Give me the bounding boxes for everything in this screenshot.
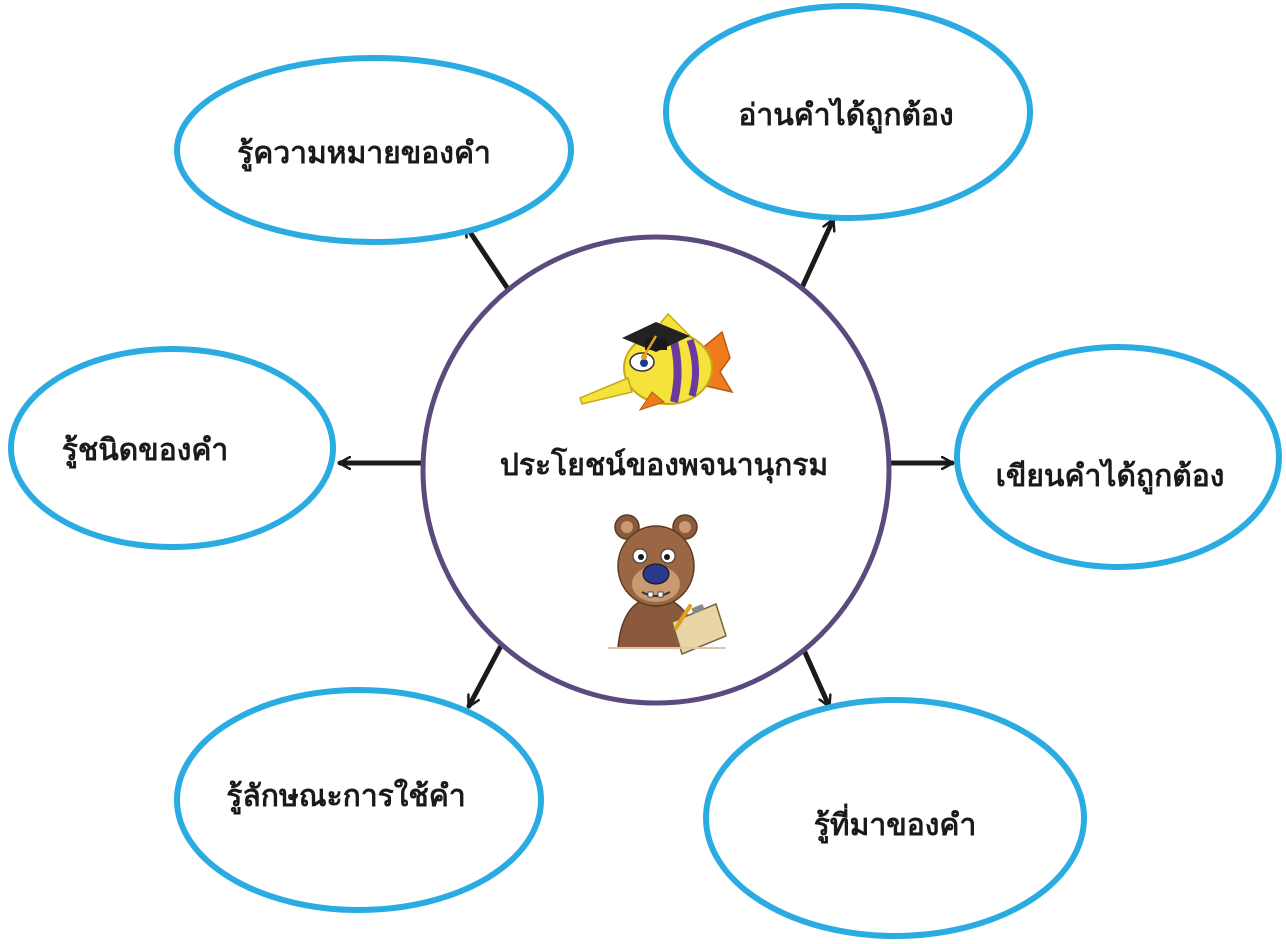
graduate-fish-icon	[579, 312, 734, 411]
center-title: ประโยชน์ของพจนานุกรม	[500, 446, 828, 484]
node-read-label: อ่านคำได้ถูกต้อง	[738, 97, 953, 134]
arrow-to-origin	[800, 645, 829, 709]
node-usage-shape	[174, 687, 544, 913]
node-usage-label: รู้ลักษณะการใช้คำ	[226, 778, 465, 815]
node-usage: รู้ลักษณะการใช้คำ	[174, 687, 544, 913]
node-origin-label: รู้ที่มาของคำ	[814, 803, 977, 844]
node-origin: รู้ที่มาของคำ	[703, 697, 1087, 939]
node-write-label: เขียนคำได้ถูกต้อง	[996, 458, 1225, 495]
node-write-shape	[954, 344, 1282, 570]
connector-arrows	[337, 217, 955, 709]
node-type-shape	[8, 346, 336, 550]
center-node: ประโยชน์ของพจนานุกรม	[420, 234, 892, 706]
center-circle	[420, 234, 892, 706]
arrow-to-meaning	[463, 223, 513, 295]
bear-with-clipboard-icon	[608, 514, 727, 656]
node-meaning: รู้ความหมายของคำ	[174, 55, 574, 245]
node-read-shape	[663, 3, 1033, 221]
node-origin-shape	[703, 697, 1087, 939]
node-meaning-shape	[174, 55, 574, 245]
arrow-to-read	[797, 217, 833, 295]
node-read: อ่านคำได้ถูกต้อง	[663, 3, 1033, 221]
node-meaning-label: รู้ความหมายของคำ	[237, 136, 491, 172]
node-write: เขียนคำได้ถูกต้อง	[954, 344, 1282, 570]
arrow-to-usage	[466, 639, 506, 709]
node-type-label: รู้ชนิดของคำ	[62, 433, 229, 469]
node-type: รู้ชนิดของคำ	[8, 346, 336, 550]
